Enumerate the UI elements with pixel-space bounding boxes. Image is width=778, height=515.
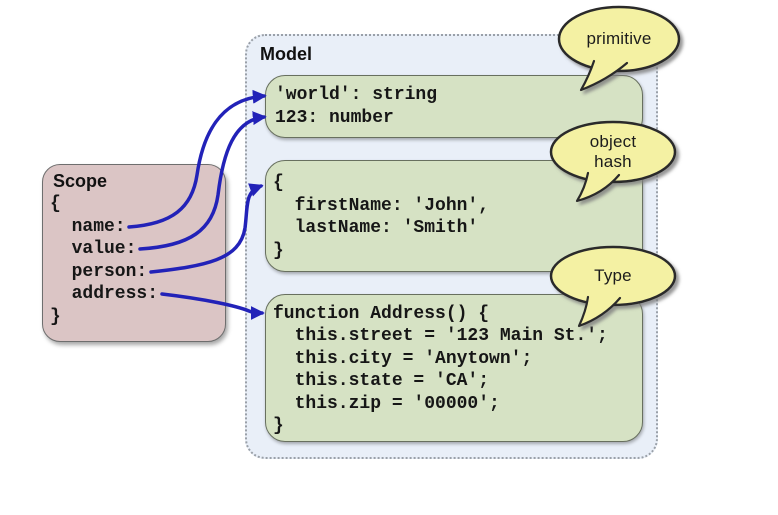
- primitives-box: 'world': string 123: number: [265, 75, 643, 138]
- code-line: }: [50, 306, 61, 327]
- code-line: lastName: 'Smith': [273, 218, 479, 238]
- code-line: this.zip = '00000';: [273, 393, 500, 414]
- scope-box: Scope { name: value: person: address: }: [42, 164, 226, 342]
- code-line: }: [273, 240, 284, 261]
- bubble-label-object-hash: object hash: [589, 132, 637, 171]
- code-line: firstName: 'John',: [273, 195, 490, 216]
- scope-title: Scope: [53, 171, 108, 191]
- type-function-box: function Address() { this.street = '123 …: [265, 294, 643, 442]
- bubble-label-primitive: primitive: [586, 29, 652, 48]
- code-line: 'world': string: [275, 85, 438, 105]
- code-line: {: [50, 194, 61, 214]
- code-line: this.state = 'CA';: [273, 371, 490, 392]
- code-line: }: [273, 416, 284, 437]
- code-line: this.street = '123 Main St.';: [273, 326, 608, 347]
- code-line: name:: [50, 216, 126, 237]
- code-line: 123: number: [275, 107, 394, 128]
- code-line: function Address() {: [273, 304, 490, 324]
- code-line: address:: [50, 284, 159, 304]
- code-line: {: [273, 173, 284, 193]
- code-line: person:: [50, 261, 148, 282]
- model-title: Model: [260, 44, 312, 64]
- scope-code: { name: value: person: address: }: [50, 193, 158, 328]
- object-hash-box: { firstName: 'John', lastName: 'Smith' }: [265, 160, 643, 272]
- bubble-label-type: Type: [594, 266, 632, 285]
- code-line: value:: [50, 239, 137, 259]
- code-line: this.city = 'Anytown';: [273, 348, 533, 369]
